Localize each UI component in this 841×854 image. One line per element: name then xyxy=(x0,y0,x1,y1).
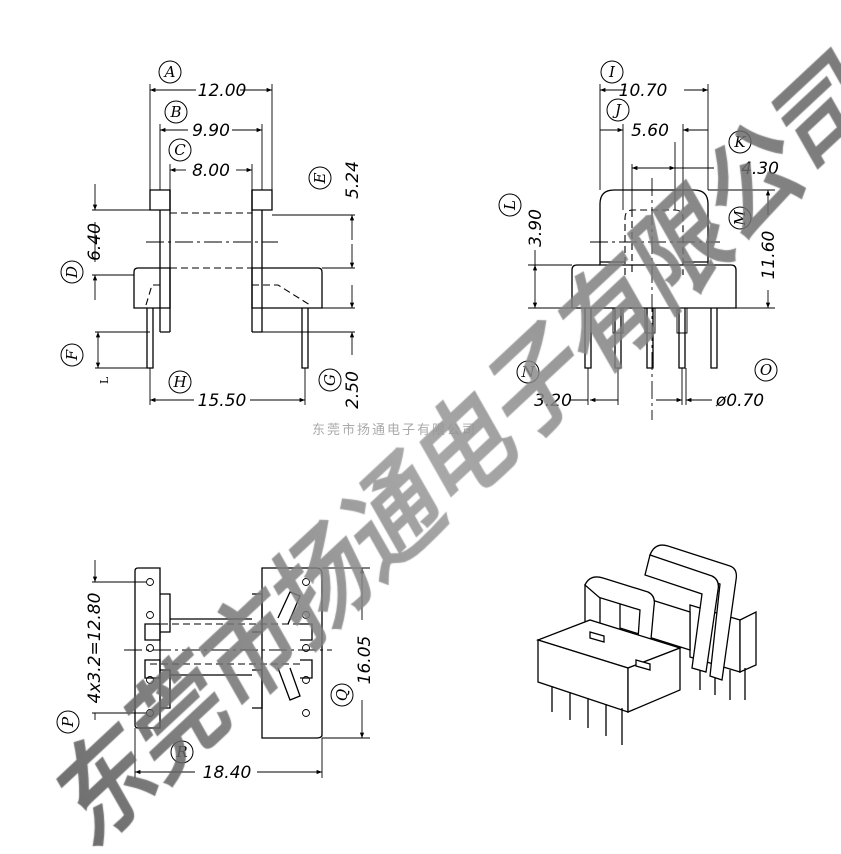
dim-M-value: 11.60 xyxy=(759,231,779,280)
dim-A-value: 12.00 xyxy=(198,81,247,101)
dim-O-value: ø0.70 xyxy=(715,391,764,411)
label-D: D xyxy=(60,260,84,284)
label-I: I xyxy=(600,60,624,84)
dim-D-value: 6.40 xyxy=(85,223,105,261)
dim-R-value: 18.40 xyxy=(203,763,252,783)
svg-text:E: E xyxy=(311,172,329,184)
dim-N-value: 3.20 xyxy=(534,391,572,411)
dim-J-value: 5.60 xyxy=(631,121,669,141)
label-H: H xyxy=(168,370,192,394)
dim-Q-value: 16.05 xyxy=(355,636,375,685)
svg-text:N: N xyxy=(520,363,535,381)
svg-text:O: O xyxy=(760,361,772,379)
pin-holes xyxy=(146,578,310,717)
label-M: M xyxy=(728,206,752,230)
watermark-small-text: 东莞市扬通电子有限公司 xyxy=(312,422,477,438)
svg-text:Q: Q xyxy=(333,689,351,701)
label-A: A xyxy=(158,60,182,84)
dim-K-value: 4.30 xyxy=(741,159,779,179)
label-C: C xyxy=(168,138,192,162)
dim-P-value: 4x3.2=12.80 xyxy=(85,593,105,704)
svg-text:B: B xyxy=(169,103,181,121)
label-N: N xyxy=(516,360,540,384)
dim-G-value: 2.50 xyxy=(343,371,363,409)
svg-text:H: H xyxy=(172,373,187,391)
label-F: F xyxy=(60,343,84,367)
label-P: P xyxy=(56,710,80,734)
label-O: O xyxy=(754,358,778,382)
dim-B-value: 9.90 xyxy=(192,121,230,141)
svg-text:I: I xyxy=(608,63,616,81)
label-B: B xyxy=(164,100,188,124)
svg-text:F: F xyxy=(63,349,81,361)
svg-text:G: G xyxy=(321,374,339,386)
svg-text:R: R xyxy=(175,743,187,761)
dim-H-value: 15.50 xyxy=(198,391,247,411)
label-J: J xyxy=(606,98,630,122)
label-E: E xyxy=(308,166,332,190)
svg-text:C: C xyxy=(174,141,186,159)
label-Q: Q xyxy=(330,683,354,707)
side-view: 3.90 11.60 10.70 5.60 4.30 3.20 ø0.70 I … xyxy=(498,60,779,420)
label-K: K xyxy=(728,130,752,154)
isometric-view xyxy=(536,544,757,745)
label-R: R xyxy=(170,740,194,764)
dim-L-value: 3.90 xyxy=(526,209,546,247)
bottom-view: 4x3.2=12.80 16.05 18.40 P Q R xyxy=(56,560,375,783)
svg-text:A: A xyxy=(163,63,176,81)
dim-E-value: 5.24 xyxy=(343,161,363,199)
svg-text:L: L xyxy=(501,200,519,211)
svg-text:J: J xyxy=(612,101,622,119)
svg-text:M: M xyxy=(731,210,749,227)
label-G: G xyxy=(318,368,342,392)
svg-text:P: P xyxy=(59,716,77,728)
label-L: L xyxy=(498,193,522,217)
svg-text:D: D xyxy=(63,266,81,279)
dim-C-value: 8.00 xyxy=(192,161,230,181)
dim-I-value: 10.70 xyxy=(619,81,668,101)
svg-text:K: K xyxy=(733,133,746,151)
pin-length-L-label: L xyxy=(98,376,111,384)
front-view: 6.40 5.24 2.50 L 12.00 9.90 8.00 15.50 A… xyxy=(60,60,363,411)
